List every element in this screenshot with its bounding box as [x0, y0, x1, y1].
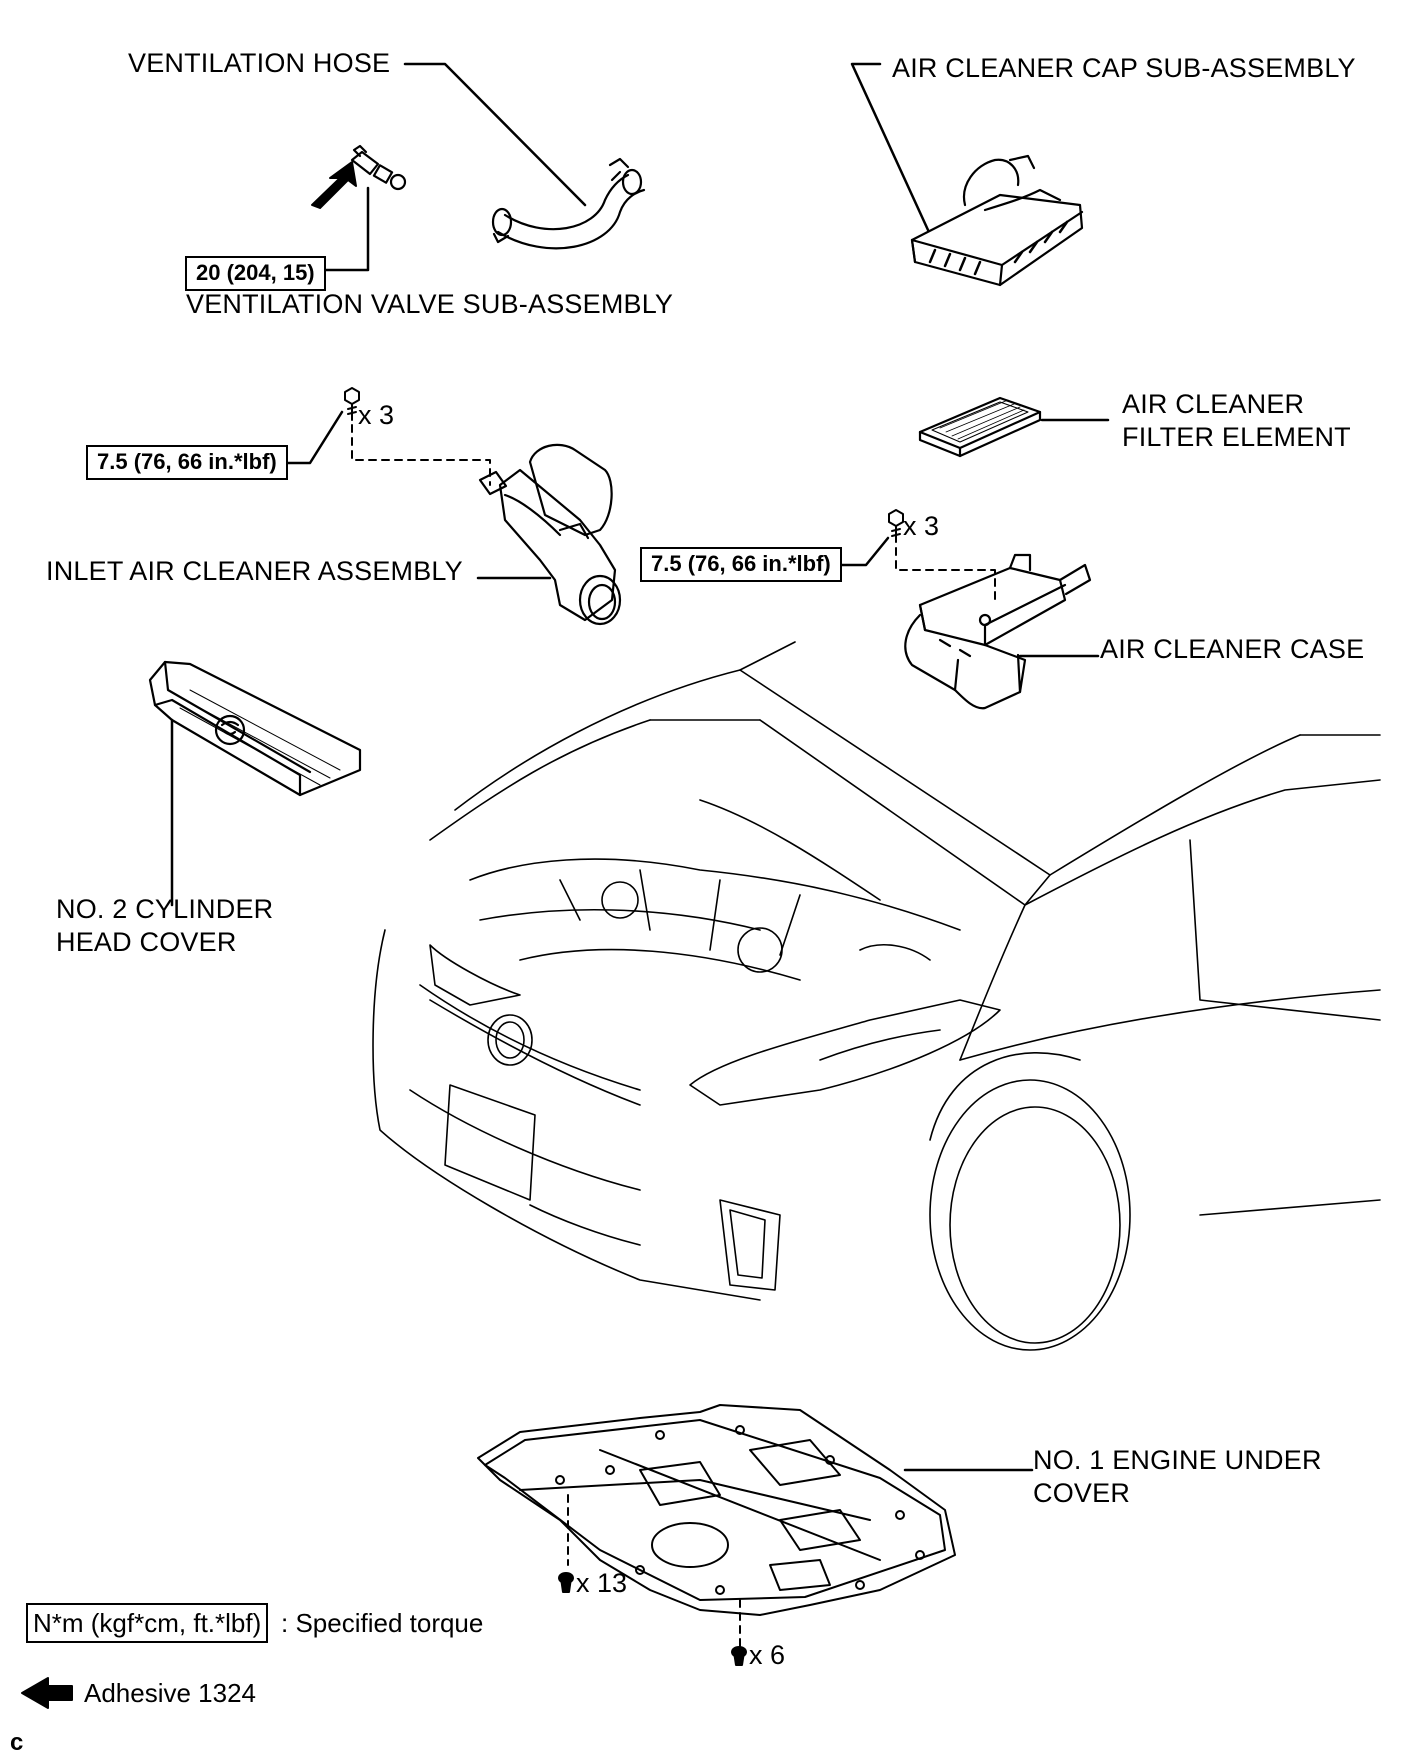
legend-adhesive: Adhesive 1324 — [84, 1678, 257, 1708]
qty-inlet-bolts: x 3 — [358, 400, 395, 430]
qty-under-cover-bolts: x 6 — [749, 1640, 786, 1670]
torque-inlet-air-cleaner: 7.5 (76, 66 in.*lbf) — [86, 445, 288, 480]
label-cylinder-head-cover-line1: NO. 2 CYLINDER — [56, 894, 274, 924]
ventilation-hose-drawing — [491, 157, 646, 250]
adhesive-legend-arrow-icon — [21, 1677, 73, 1709]
corner-mark: c — [10, 1729, 24, 1756]
leader-case-torque — [836, 536, 890, 567]
leader-lines — [170, 62, 1110, 1472]
bolt-icon — [731, 1646, 747, 1666]
label-under-cover-line2: COVER — [1033, 1478, 1131, 1508]
label-cylinder-head-cover-line2: HEAD COVER — [56, 927, 237, 957]
leader-ventilation-hose — [403, 62, 587, 207]
torque-air-cleaner-case: 7.5 (76, 66 in.*lbf) — [640, 547, 842, 582]
label-filter-element-line1: AIR CLEANER — [1122, 389, 1305, 419]
adhesive-arrow-icon — [311, 161, 357, 209]
label-ventilation-hose: VENTILATION HOSE — [128, 48, 391, 78]
legend-torque-unit: N*m (kgf*cm, ft.*lbf) — [26, 1603, 269, 1643]
dashed-guides — [351, 424, 996, 1649]
label-ventilation-valve: VENTILATION VALVE SUB-ASSEMBLY — [186, 289, 674, 319]
car-body-drawing — [372, 641, 1381, 1351]
clip-icon — [558, 1572, 574, 1593]
qty-under-cover-clips: x 13 — [576, 1568, 628, 1598]
leader-ventilation-valve — [319, 186, 370, 272]
bolt-icon — [888, 509, 904, 543]
ventilation-valve-drawing — [350, 144, 407, 191]
label-air-cleaner-case: AIR CLEANER CASE — [1100, 634, 1365, 664]
leader-air-cleaner-cap — [850, 62, 930, 232]
label-under-cover-line1: NO. 1 ENGINE UNDER — [1033, 1445, 1322, 1475]
air-cleaner-case-drawing — [904, 553, 1092, 710]
engine-under-cover-drawing — [477, 1404, 956, 1616]
label-air-cleaner-cap: AIR CLEANER CAP SUB-ASSEMBLY — [892, 53, 1356, 83]
cylinder-head-cover-drawing — [148, 660, 362, 797]
inlet-air-cleaner-drawing — [478, 443, 622, 626]
torque-ventilation-valve: 20 (204, 15) — [185, 256, 326, 291]
air-cleaner-cap-drawing — [910, 154, 1084, 287]
bolt-icon — [344, 387, 360, 421]
leader-inlet-torque — [286, 410, 344, 465]
legend-torque-description: : Specified torque — [281, 1608, 484, 1638]
qty-case-bolts: x 3 — [903, 511, 940, 541]
label-filter-element-line2: FILTER ELEMENT — [1122, 422, 1351, 452]
filter-element-drawing — [918, 396, 1042, 458]
label-inlet-air-cleaner: INLET AIR CLEANER ASSEMBLY — [46, 556, 463, 586]
